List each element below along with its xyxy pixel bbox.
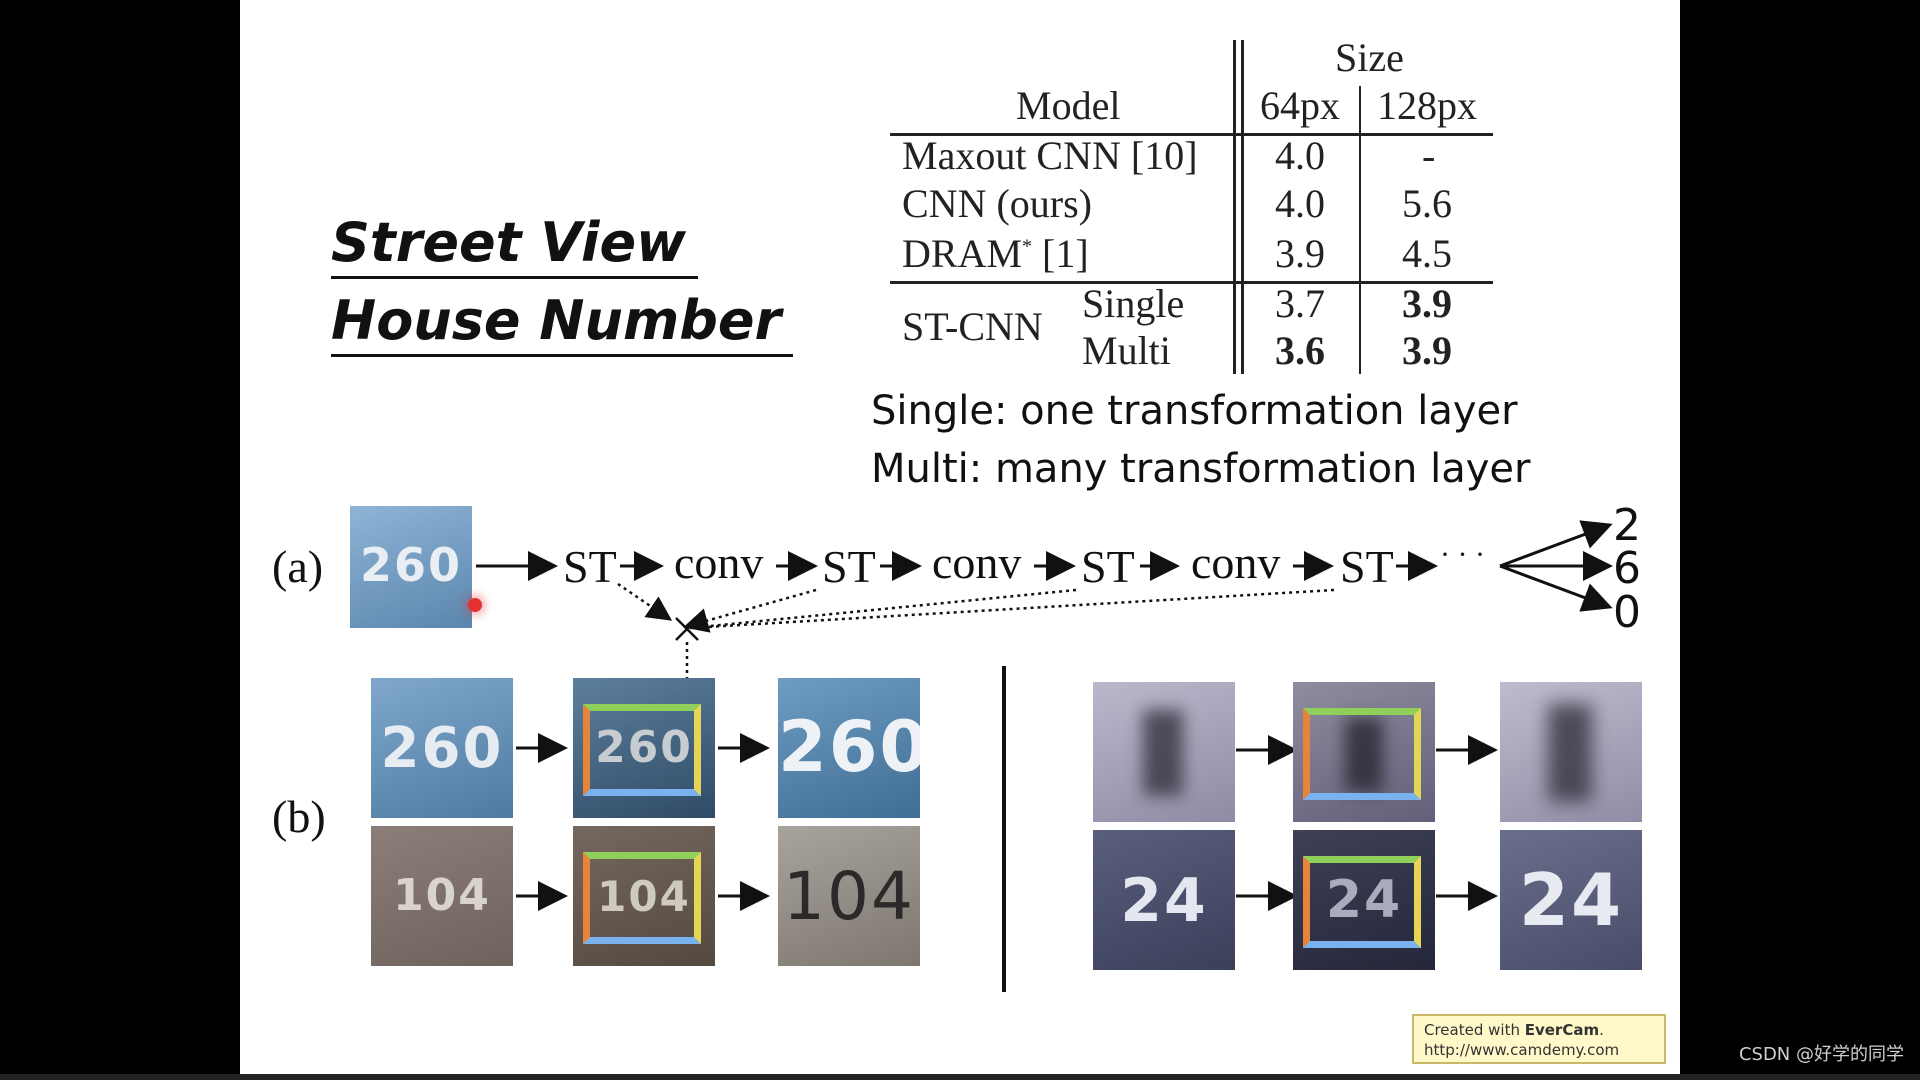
b-digits: 104 bbox=[597, 872, 691, 921]
pipeline-ellipsis: · · · bbox=[1440, 538, 1485, 571]
b-transform-image: 24 bbox=[1293, 830, 1435, 970]
col-128-header: 128px bbox=[1377, 83, 1477, 128]
b-digits: 24 bbox=[1325, 870, 1403, 930]
row-model: CNN (ours) bbox=[902, 181, 1092, 226]
bottom-bar bbox=[0, 1074, 1920, 1080]
row-sup: * bbox=[1022, 235, 1033, 258]
model-header: Model bbox=[1016, 83, 1121, 128]
table-divider bbox=[1233, 40, 1236, 374]
pipeline-st: ST bbox=[1081, 541, 1135, 592]
row-v64: 4.0 bbox=[1275, 181, 1325, 226]
row-model: Maxout CNN [10] bbox=[902, 133, 1198, 178]
table-divider bbox=[1241, 40, 1244, 374]
pipeline-conv: conv bbox=[1191, 537, 1281, 588]
table-rule bbox=[890, 281, 1493, 284]
stcnn-v128: 3.9 bbox=[1402, 281, 1452, 326]
blurred-digit bbox=[1143, 710, 1183, 796]
figure-b-label: (b) bbox=[272, 791, 326, 842]
b-digits: 260 bbox=[778, 706, 920, 788]
cursor-marker bbox=[468, 598, 482, 612]
table-rule bbox=[890, 133, 1493, 136]
b-output-image: 24 bbox=[1500, 830, 1642, 970]
row-model: DRAM bbox=[902, 231, 1023, 276]
b-digits: 260 bbox=[595, 722, 693, 773]
figure-a-label: (a) bbox=[272, 541, 324, 592]
input-digits: 260 bbox=[359, 538, 463, 592]
transform-frame bbox=[1303, 856, 1421, 948]
output-digit: 6 bbox=[1613, 543, 1641, 594]
csdn-credit: CSDN @好学的同学 bbox=[1738, 1044, 1904, 1065]
arrow-out-2 bbox=[1499, 520, 1613, 568]
stcnn-label: ST-CNN bbox=[902, 304, 1043, 349]
dotted-link bbox=[689, 588, 1077, 630]
slide: Street View House Number Size Model 64px… bbox=[240, 0, 1680, 1080]
stcnn-variant: Multi bbox=[1082, 328, 1171, 373]
multiply-icon bbox=[675, 617, 699, 641]
b-output-image: 104 bbox=[778, 826, 920, 966]
b-digits: 260 bbox=[380, 716, 504, 781]
stcnn-variant: Single bbox=[1082, 281, 1185, 326]
b-output-image: 260 bbox=[778, 678, 920, 818]
stcnn-v64: 3.7 bbox=[1275, 281, 1325, 326]
b-digits: 24 bbox=[1120, 866, 1208, 936]
pipeline-arrows bbox=[476, 520, 1613, 992]
b-output-image bbox=[1500, 682, 1642, 822]
output-digit: 0 bbox=[1613, 587, 1641, 638]
b-transform-image: 260 bbox=[573, 678, 715, 818]
title-line-2: House Number bbox=[331, 288, 794, 357]
arrow-out-0 bbox=[1499, 564, 1613, 612]
b-input-image: 104 bbox=[371, 826, 513, 966]
transform-frame bbox=[583, 852, 701, 944]
watermark-suffix: . bbox=[1599, 1021, 1604, 1039]
col-64-header: 64px bbox=[1260, 83, 1340, 128]
b-digits: 24 bbox=[1518, 858, 1624, 942]
dotted-link bbox=[683, 588, 817, 633]
watermark-brand: EverCam bbox=[1524, 1021, 1600, 1039]
b-input-image: 24 bbox=[1093, 830, 1235, 970]
stcnn-v128: 3.9 bbox=[1402, 328, 1452, 373]
title-line-1: Street View bbox=[331, 210, 699, 279]
pipeline-conv: conv bbox=[932, 537, 1022, 588]
dotted-link bbox=[689, 588, 1335, 630]
blurred-digit bbox=[1548, 704, 1592, 802]
b-digits: 104 bbox=[783, 858, 915, 935]
row-v64: 3.9 bbox=[1275, 231, 1325, 276]
pipeline-st: ST bbox=[822, 541, 876, 592]
row-model-dram: DRAM* [1] bbox=[902, 230, 1089, 277]
pipeline-st: ST bbox=[1340, 541, 1394, 592]
b-transform-image: 104 bbox=[573, 826, 715, 966]
watermark-prefix: Created with bbox=[1424, 1021, 1525, 1039]
row-v64: 4.0 bbox=[1275, 133, 1325, 178]
row-v128: 5.6 bbox=[1402, 181, 1452, 226]
pipeline-conv: conv bbox=[674, 537, 764, 588]
blurred-digit bbox=[1345, 718, 1383, 792]
b-transform-image bbox=[1293, 682, 1435, 822]
watermark-url: http://www.camdemy.com bbox=[1424, 1041, 1620, 1059]
row-ref: [1] bbox=[1042, 231, 1089, 276]
transform-frame bbox=[1303, 708, 1421, 800]
pipeline-st: ST bbox=[563, 541, 617, 592]
b-digits: 104 bbox=[393, 870, 491, 921]
note-single: Single: one transformation layer bbox=[871, 388, 1518, 434]
transform-frame bbox=[583, 704, 701, 796]
b-input-image bbox=[1093, 682, 1235, 822]
dotted-link bbox=[617, 582, 673, 621]
size-header: Size bbox=[1335, 35, 1404, 80]
row-v128: 4.5 bbox=[1402, 231, 1452, 276]
row-v128: - bbox=[1422, 133, 1436, 178]
evercam-watermark: Created with EverCam. http://www.camdemy… bbox=[1412, 1014, 1666, 1064]
b-input-image: 260 bbox=[371, 678, 513, 818]
input-image: 260 bbox=[350, 506, 472, 628]
table-divider bbox=[1359, 86, 1361, 374]
stcnn-v64: 3.6 bbox=[1275, 328, 1325, 373]
note-multi: Multi: many transformation layer bbox=[871, 446, 1531, 492]
output-digit: 2 bbox=[1613, 500, 1641, 551]
